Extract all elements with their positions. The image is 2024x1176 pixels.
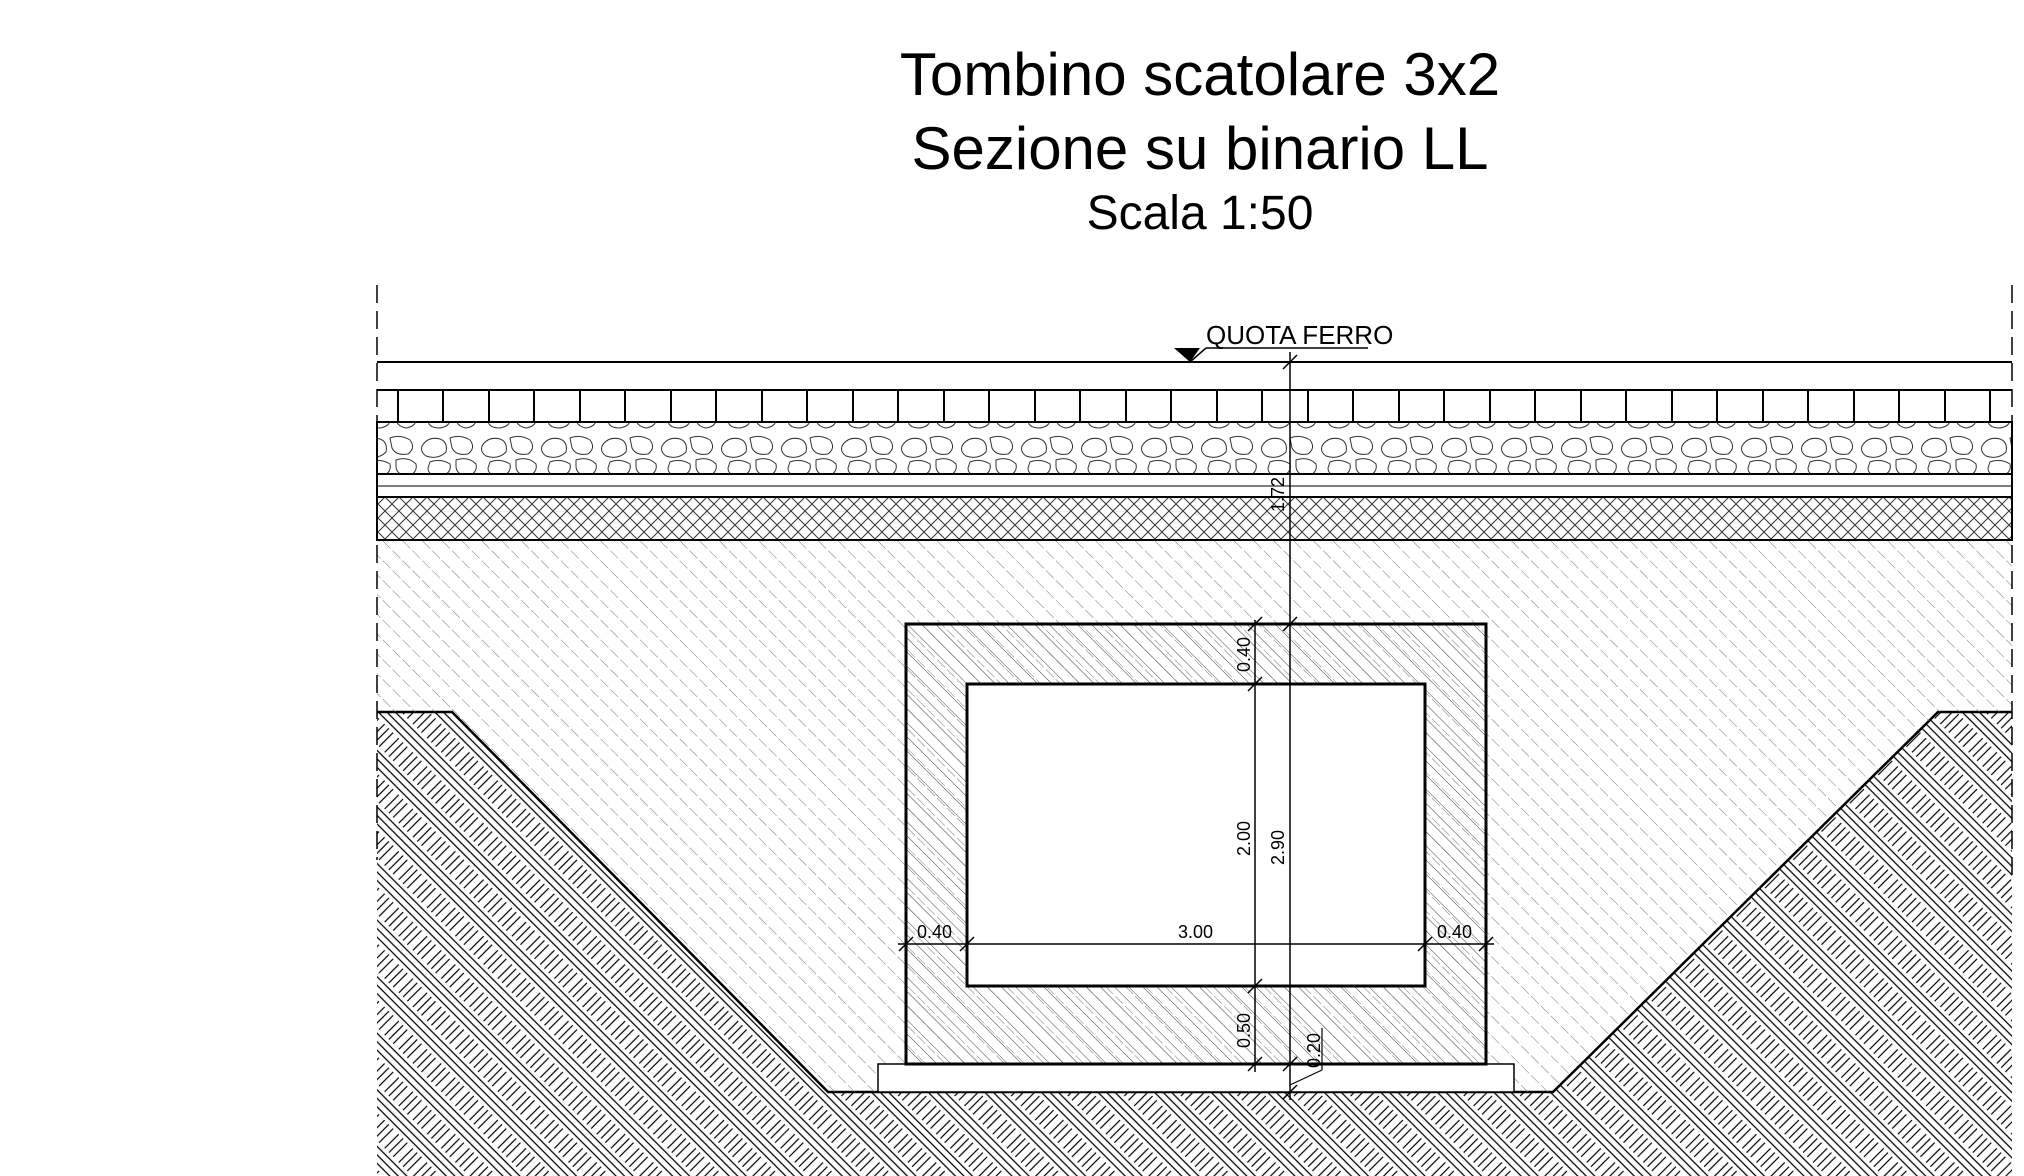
sleeper	[852, 389, 899, 423]
dim-inner-height: 2.00	[1234, 821, 1254, 856]
dim-left-wall: 0.40	[917, 922, 952, 942]
sleeper	[1034, 389, 1081, 423]
sleeper	[1853, 389, 1900, 423]
sleeper	[1216, 389, 1263, 423]
sleeper	[579, 389, 626, 423]
quota-leader	[1189, 347, 1207, 363]
blinding-leader	[1289, 1069, 1323, 1086]
sleeper	[1944, 389, 1991, 423]
sleeper	[1125, 389, 1172, 423]
sleeper	[1580, 389, 1627, 423]
blinding-layer	[877, 1063, 1515, 1093]
sleeper	[397, 389, 444, 423]
sleeper	[943, 389, 990, 423]
sleeper	[761, 389, 808, 423]
sleeper	[1307, 389, 1354, 423]
sleeper	[1762, 389, 1809, 423]
main-dim-ticks	[1282, 354, 1298, 1100]
sleeper	[670, 389, 717, 423]
sleeper	[1671, 389, 1718, 423]
horizontal-dim-ticks	[898, 936, 1494, 952]
sleeper	[1398, 389, 1445, 423]
culvert-opening	[965, 682, 1427, 988]
dim-bottom-slab: 0.50	[1234, 1013, 1254, 1048]
dim-right-wall: 0.40	[1437, 922, 1472, 942]
drawing-scale: Scala 1:50	[1086, 187, 1314, 240]
dim-top-slab: 0.40	[1234, 637, 1254, 672]
dim-blinding: 0.20	[1304, 1033, 1324, 1068]
sleepers-group	[397, 389, 1991, 423]
left-ground-slope	[377, 712, 828, 1176]
sleeper	[1489, 389, 1536, 423]
drawing-title: Tombino scatolare 3x2	[899, 41, 1501, 108]
dim-cover-height: 1.72	[1268, 477, 1288, 512]
drawing-subtitle: Sezione su binario LL	[911, 115, 1489, 182]
dim-total-height: 2.90	[1268, 830, 1288, 865]
subballast-crosshatch-layer	[376, 496, 2013, 541]
ballast-layer	[376, 421, 2013, 475]
quota-marker-icon	[1174, 348, 1200, 362]
bottom-ground	[740, 1092, 1620, 1176]
dim-inner-width: 3.00	[1178, 922, 1213, 942]
right-ground-slope	[1553, 712, 2012, 1176]
quota-ferro-label: QUOTA FERRO	[1206, 320, 1393, 350]
sleeper	[488, 389, 535, 423]
inner-dim-ticks	[1247, 616, 1263, 1072]
